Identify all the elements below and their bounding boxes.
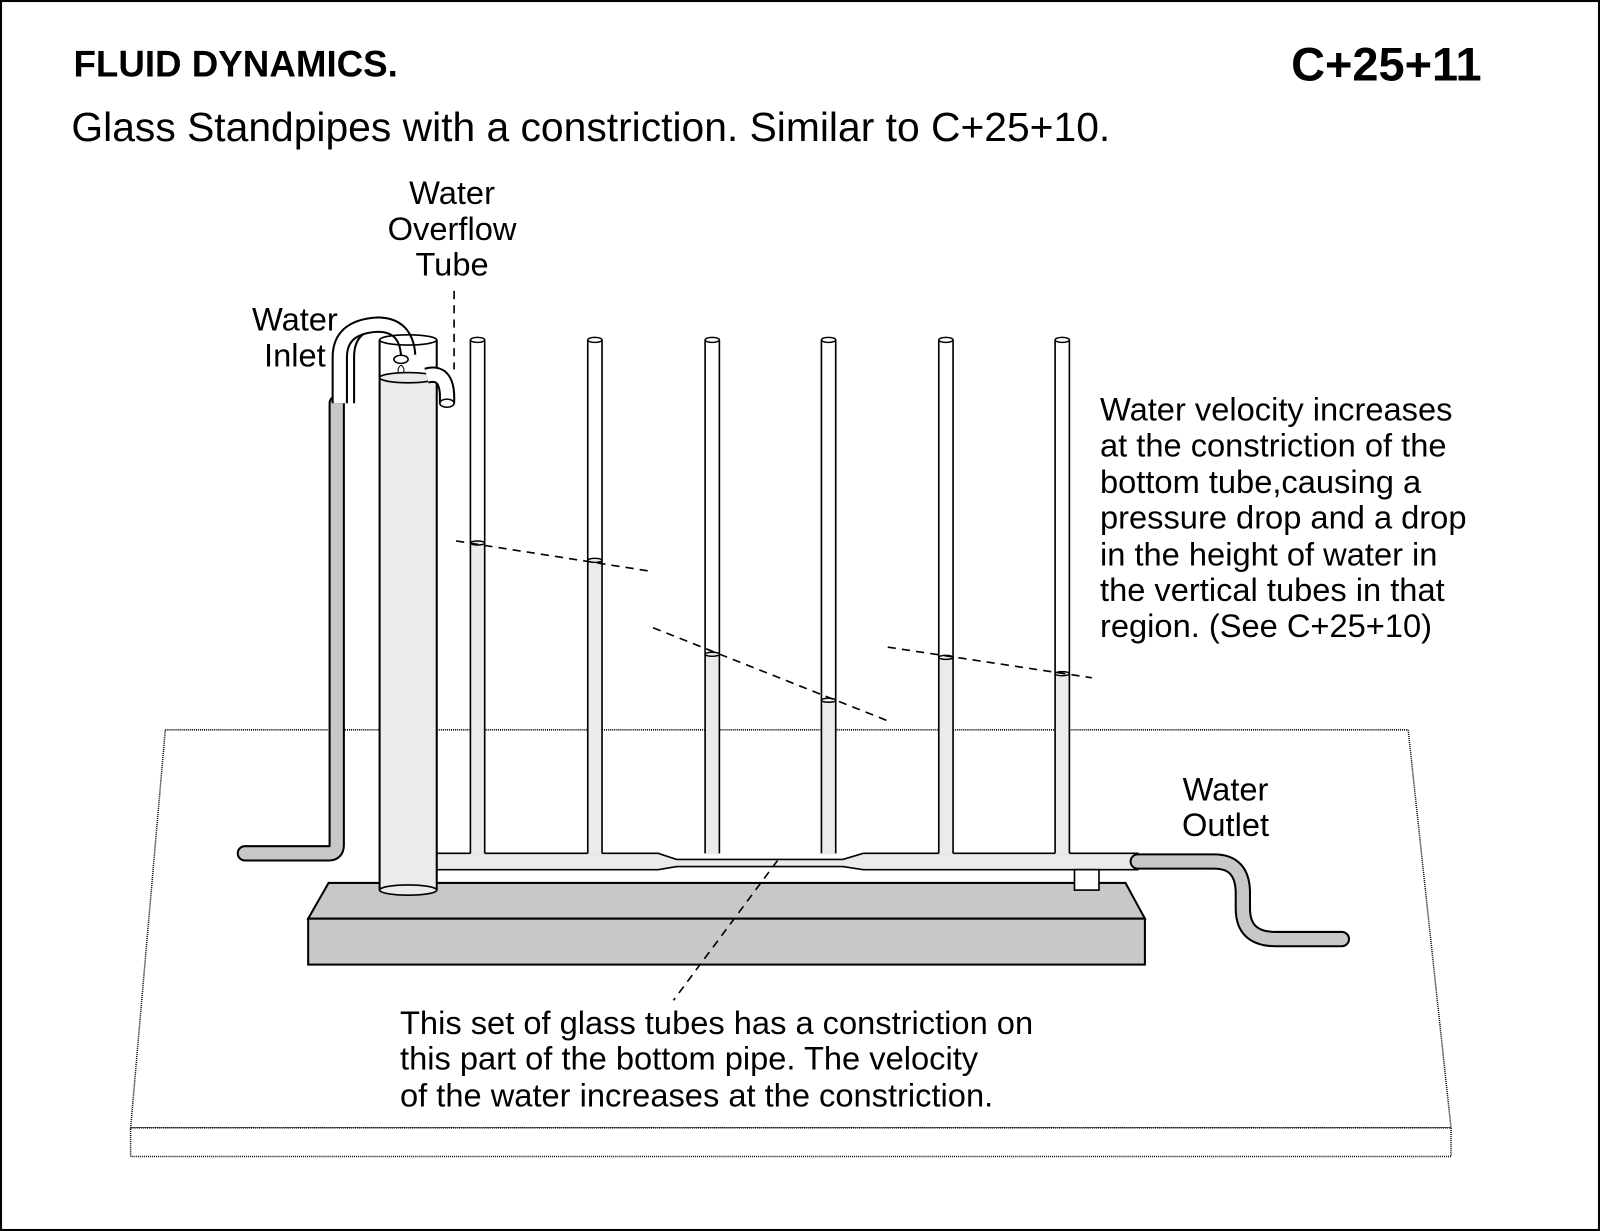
inlet-label: Water Inlet bbox=[252, 301, 338, 374]
svg-text:this part of the bottom pipe.: this part of the bottom pipe. The veloci… bbox=[400, 1040, 979, 1077]
standpipe-water bbox=[705, 654, 720, 855]
overflow-cylinder bbox=[378, 333, 438, 896]
standpipe bbox=[469, 336, 486, 855]
outlet-pipe bbox=[1073, 853, 1350, 948]
svg-text:Water velocity increases: Water velocity increases bbox=[1100, 391, 1452, 428]
title: FLUID DYNAMICS. bbox=[73, 44, 397, 85]
svg-text:bottom tube,causing a: bottom tube,causing a bbox=[1100, 463, 1422, 500]
svg-text:Outlet: Outlet bbox=[1182, 806, 1269, 843]
svg-text:at the constriction of the: at the constriction of the bbox=[1100, 426, 1447, 463]
outlet-label: Water Outlet bbox=[1182, 770, 1269, 843]
code: C+25+11 bbox=[1291, 39, 1482, 91]
svg-text:Water: Water bbox=[252, 301, 338, 338]
svg-text:the vertical tubes in that: the vertical tubes in that bbox=[1100, 571, 1445, 608]
subtitle: Glass Standpipes with a constriction. Si… bbox=[71, 104, 1110, 150]
level-line-3 bbox=[887, 646, 1092, 679]
svg-text:Water: Water bbox=[409, 174, 495, 211]
base-block bbox=[306, 881, 1147, 966]
svg-text:Inlet: Inlet bbox=[264, 336, 326, 373]
svg-text:region. (See C+25+10): region. (See C+25+10) bbox=[1100, 607, 1432, 644]
velocity-note: Water velocity increases at the constric… bbox=[1100, 391, 1466, 644]
standpipe bbox=[937, 336, 954, 855]
svg-text:Tube: Tube bbox=[415, 246, 488, 283]
water-level bbox=[820, 697, 837, 703]
constriction-note: This set of glass tubes has a constricti… bbox=[400, 1004, 1033, 1113]
standpipe bbox=[704, 336, 721, 855]
standpipe bbox=[586, 336, 603, 855]
standpipe-water bbox=[470, 543, 485, 855]
svg-text:pressure drop and a drop: pressure drop and a drop bbox=[1100, 499, 1466, 536]
svg-text:This set of glass tubes has a: This set of glass tubes has a constricti… bbox=[400, 1004, 1033, 1041]
inlet-pipe bbox=[236, 316, 417, 862]
svg-text:of the water increases at the: of the water increases at the constricti… bbox=[400, 1076, 993, 1113]
standpipe bbox=[820, 336, 837, 855]
svg-text:Water: Water bbox=[1183, 770, 1269, 807]
constriction-leader bbox=[672, 859, 779, 1001]
standpipe-water bbox=[938, 657, 954, 855]
water-level bbox=[704, 651, 721, 658]
svg-text:in the height of water in: in the height of water in bbox=[1100, 535, 1437, 572]
standpipe-water bbox=[821, 700, 836, 855]
svg-text:Overflow: Overflow bbox=[388, 210, 517, 247]
overflow-tube bbox=[424, 366, 456, 409]
standpipes bbox=[469, 336, 1071, 855]
overflow-label: Water Overflow Tube bbox=[388, 174, 517, 282]
standpipe-water bbox=[587, 560, 603, 855]
standpipe-water bbox=[1055, 673, 1070, 855]
level-line-1 bbox=[455, 540, 654, 573]
